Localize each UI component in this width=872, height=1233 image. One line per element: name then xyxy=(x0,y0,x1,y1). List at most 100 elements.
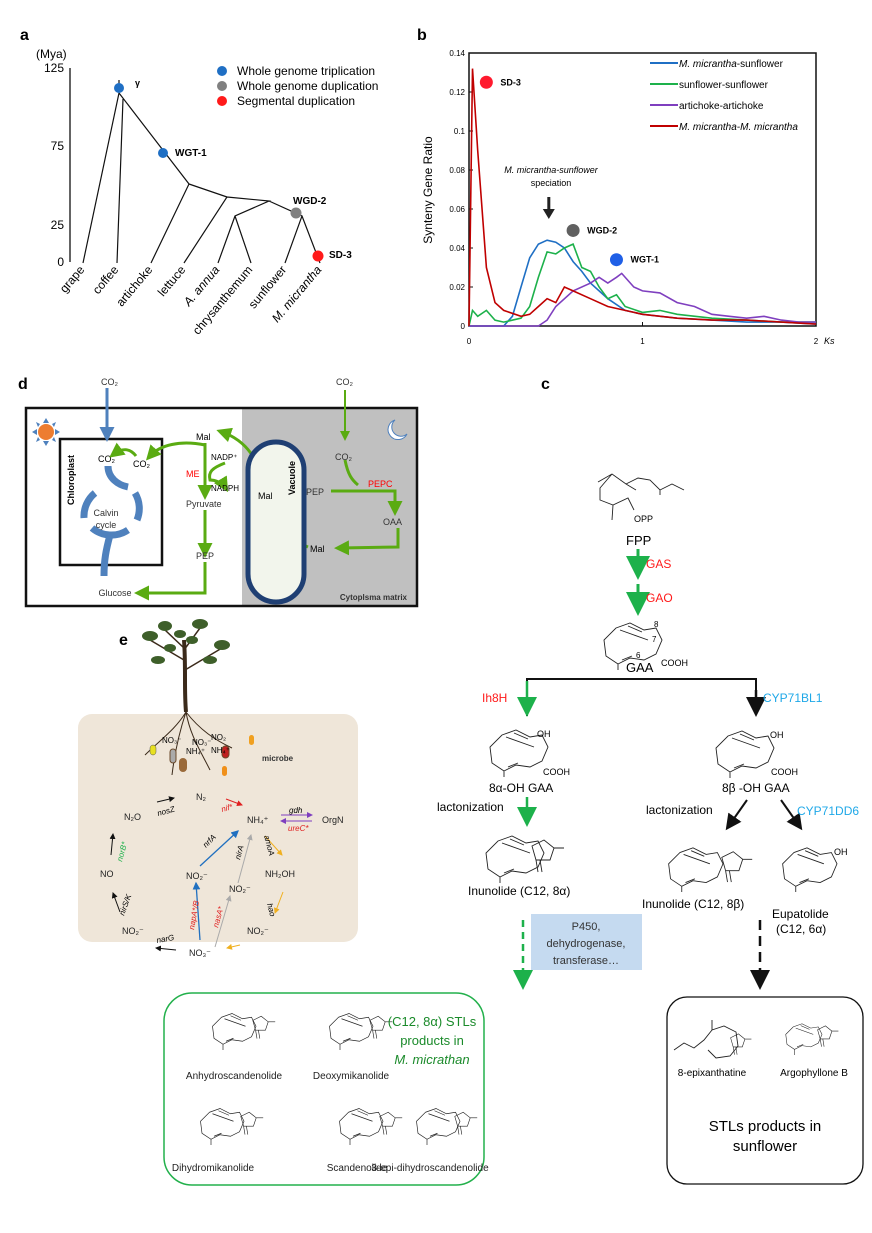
lactone-ring xyxy=(721,851,753,883)
co2-released: CO₂ xyxy=(133,459,151,469)
no-label: NO xyxy=(100,869,114,879)
n2-label: N₂ xyxy=(196,792,206,802)
cytoplasm-label: Cytoplsma matrix xyxy=(340,593,408,602)
oaa-label: OAA xyxy=(383,517,402,527)
taxon-label: chrysanthemum xyxy=(190,263,256,337)
co2-top-left: CO₂ xyxy=(101,377,119,387)
legend-label: artichoke-artichoke xyxy=(679,101,764,112)
orgn-label: OrgN xyxy=(322,815,344,825)
black-box-title-1: STLs products in xyxy=(709,1118,822,1135)
speciation-note-line2: speciation xyxy=(531,178,572,188)
inunolide-b-structure xyxy=(668,847,724,892)
cyp71dd6-arrow xyxy=(780,799,803,831)
y-tick-label: 0.06 xyxy=(449,205,465,214)
compound-structure xyxy=(329,1013,374,1050)
co2-chloroplast: CO₂ xyxy=(98,454,116,464)
enzyme-line: transferase… xyxy=(553,955,619,967)
compound-structure xyxy=(212,1013,257,1050)
legend-label: M. micrantha-M. micrantha xyxy=(679,122,798,133)
gamma-label: γ xyxy=(135,78,140,88)
carbon-7: 7 xyxy=(652,635,657,644)
green-box-title-2: products in xyxy=(400,1033,464,1048)
panel-e: e NO₃⁻ NO₃⁻ NH₄⁺ NO₂ NH₄⁺ microbe N₂ xyxy=(78,619,358,958)
root-no3: NO₃⁻ xyxy=(162,736,181,745)
legend-dot xyxy=(217,81,227,91)
cooh-label: COOH xyxy=(661,658,688,668)
x-tick-label: 1 xyxy=(640,337,645,346)
compound-structure xyxy=(673,1020,739,1059)
wgt1-label: WGT-1 xyxy=(175,148,207,159)
cyp71bl1-enzyme: CYP71BL1 xyxy=(763,691,823,705)
gaa-label: GAA xyxy=(626,660,654,675)
gene-ureC: ureC* xyxy=(288,824,309,833)
calvin-label-1: Calvin xyxy=(93,508,118,518)
speciation-note-line1: M. micrantha-sunflower xyxy=(504,165,599,175)
root-nh4-2: NH₄⁺ xyxy=(211,746,230,755)
ih8h-enzyme: Ih8H xyxy=(482,691,507,705)
fpp-structure xyxy=(597,473,685,521)
no2-label: NO₂⁻ xyxy=(247,926,269,936)
compound-structure xyxy=(200,1108,245,1145)
gene-nif: nif* xyxy=(220,802,234,814)
event-dot xyxy=(566,223,580,237)
compound-name: Deoxymikanolide xyxy=(313,1071,390,1082)
gene-hao: hao xyxy=(265,902,277,918)
taxon-label: coffee xyxy=(90,263,122,297)
mal-vacuole: Mal xyxy=(258,491,273,501)
legend-label: Whole genome triplication xyxy=(237,64,375,78)
lactonization-label-right: lactonization xyxy=(646,803,713,817)
series-line-2 xyxy=(468,243,816,327)
legend-label: sunflower-sunflower xyxy=(679,80,769,91)
compound-name: Argophyllone B xyxy=(780,1068,848,1079)
lactonization-arrow-right xyxy=(725,799,748,831)
oh-label: OH xyxy=(537,729,551,739)
pep-label: PEP xyxy=(196,551,214,561)
oh-label: OH xyxy=(834,847,848,857)
event-dot xyxy=(609,253,623,267)
x-tick-label: 0 xyxy=(467,337,472,346)
sun-icon xyxy=(32,418,60,446)
microbe-label: microbe xyxy=(262,754,294,763)
compound-name: 3-epi-dihydroscandenolide xyxy=(371,1163,489,1174)
wgd2-event-dot xyxy=(290,207,302,219)
pep-cytoplasm: PEP xyxy=(306,487,324,497)
green-box-title-3: M. micrathan xyxy=(394,1052,469,1067)
co2-cytoplasm: CO₂ xyxy=(335,452,353,462)
compound-name: Anhydroscandenolide xyxy=(186,1071,283,1082)
y-tick-25: 25 xyxy=(51,218,65,232)
enzyme-line: P450, xyxy=(572,921,601,933)
speciation-note-text: M. micrantha-sunflower xyxy=(504,165,599,175)
lactone-ring xyxy=(454,1111,478,1135)
y-tick-0: 0 xyxy=(57,255,64,269)
compound-structure xyxy=(416,1108,461,1145)
lactone-ring xyxy=(240,1111,264,1135)
enzymes-box xyxy=(531,914,642,970)
panel-d: d CO₂ CO₂ Chloroplast CO₂ CO₂ Calvin cyc… xyxy=(18,376,419,608)
wgt1-event-dot xyxy=(158,148,168,158)
compound-structure xyxy=(339,1108,384,1145)
fpp-label: FPP xyxy=(626,533,651,548)
compound-structure xyxy=(785,1023,823,1055)
series-line-3 xyxy=(469,272,816,327)
no2-label: NO₂⁻ xyxy=(122,926,144,936)
branch-line xyxy=(526,678,757,716)
lactone-ring xyxy=(379,1111,403,1135)
eupatolide-sub-label: (C12, 6α) xyxy=(776,922,826,936)
pepc-enzyme-label: PEPC xyxy=(368,479,393,489)
panel-label-d: d xyxy=(18,376,28,393)
calvin-label-2: cycle xyxy=(96,520,117,530)
y-tick-75: 75 xyxy=(51,139,65,153)
calvin-cycle-arrows xyxy=(80,465,143,577)
root-no3-2: NO₃⁻ xyxy=(192,738,211,747)
opp-label: OPP xyxy=(634,514,653,524)
lactonization-label-left: lactonization xyxy=(437,800,504,814)
me-enzyme-label: ME xyxy=(186,469,200,479)
panel-label-e: e xyxy=(119,632,128,649)
no2-label: NO₂⁻ xyxy=(186,871,208,881)
lactone-ring xyxy=(531,839,565,873)
legend-b: M. micrantha-sunflowersunflower-sunflowe… xyxy=(650,59,798,133)
event-label: WGT-1 xyxy=(630,255,659,265)
mikania-products-box xyxy=(163,992,485,1186)
soil-background xyxy=(78,714,358,942)
